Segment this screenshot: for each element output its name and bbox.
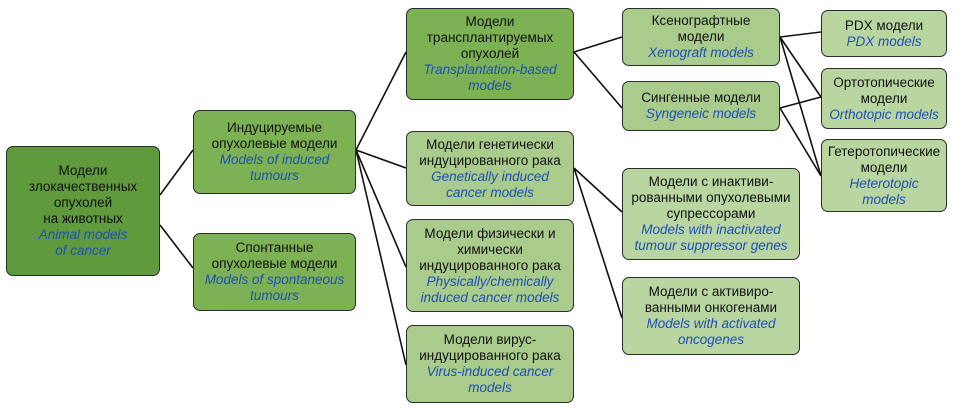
node-inactivated-suppressor-models: Модели с инактиви- рованными опухолевыми… <box>622 168 800 260</box>
node-spontaneous-tumour-models: Спонтанные опухолевые модели Models of s… <box>193 233 356 311</box>
node-ru-text: Индуцируемые опухолевые модели <box>211 120 338 151</box>
edge-genetic-oncogene <box>573 167 623 319</box>
node-ru-text: Модели физически и химически индуцирован… <box>419 225 561 273</box>
node-ru-text: Гетеротопические модели <box>827 143 941 175</box>
node-orthotopic-models: Ортотопические модели Orthotopic models <box>821 68 947 129</box>
node-xenograft-models: Ксенографтные модели Xenograft models <box>622 8 780 66</box>
node-heterotopic-models: Гетеротопические модели Heterotopic mode… <box>821 139 947 212</box>
node-ru-text: Ортотопические модели <box>833 74 935 106</box>
edge-induced-transplantation <box>355 51 407 151</box>
node-activated-oncogene-models: Модели с активиро- ванными онкогенами Mo… <box>622 277 800 355</box>
node-ru-text: Модели с активиро- ванными онкогенами <box>644 284 778 315</box>
node-en-text: Virus-induced cancer models <box>426 364 554 395</box>
edge-induced-genetic <box>355 149 407 169</box>
edge-root-spontaneous <box>159 224 194 269</box>
node-en-text: Models with inactivated tumour suppresso… <box>634 222 788 253</box>
node-ru-text: Спонтанные опухолевые модели <box>211 240 338 271</box>
node-pdx-models: PDX модели PDX models <box>821 10 947 57</box>
edge-transplantation-xenograft <box>573 36 623 53</box>
node-ru-text: Модели злокачественных опухолей на живот… <box>28 163 138 226</box>
node-ru-text: Ксенографтные модели <box>651 13 751 44</box>
node-genetic-models: Модели генетически индуцированного рака … <box>406 131 574 206</box>
edge-xenograft-orthotopic <box>779 36 822 98</box>
edge-xenograft-pdx <box>779 31 822 38</box>
node-physical-chemical-models: Модели физически и химически индуцирован… <box>406 219 574 312</box>
node-en-text: Heterotopic models <box>849 175 919 207</box>
node-induced-tumour-models: Индуцируемые опухолевые модели Models of… <box>193 110 356 194</box>
edge-syngeneic-orthotopic <box>779 96 822 109</box>
edge-induced-physchem <box>355 149 407 268</box>
node-en-text: Genetically induced cancer models <box>431 168 549 200</box>
edge-xenograft-heterotopic <box>779 36 822 177</box>
node-ru-text: Модели с инактиви- рованными опухолевыми… <box>631 174 791 221</box>
node-animal-cancer-models: Модели злокачественных опухолей на живот… <box>6 146 160 276</box>
edge-root-induced <box>159 149 194 196</box>
node-transplantation-models: Модели трансплантируемых опухолей Transp… <box>406 8 574 100</box>
node-en-text: Xenograft models <box>648 45 754 60</box>
edge-genetic-suppressor <box>573 167 623 213</box>
node-virus-induced-models: Модели вирус- индуцированного рака Virus… <box>406 325 574 403</box>
node-en-text: PDX models <box>846 33 922 49</box>
edge-induced-viral <box>355 149 407 366</box>
node-en-text: Models with activated oncogenes <box>646 316 776 347</box>
edge-syngeneic-heterotopic <box>779 107 822 177</box>
node-en-text: Orthotopic models <box>829 106 939 122</box>
node-en-text: Models of induced tumours <box>219 152 330 183</box>
node-en-text: Physically/chemically induced cancer mod… <box>420 273 560 305</box>
node-syngeneic-models: Сингенные модели Syngeneic models <box>622 81 780 131</box>
node-en-text: Animal models of cancer <box>38 227 128 258</box>
node-en-text: Models of spontaneous tumours <box>204 272 345 303</box>
node-en-text: Transplantation-based models <box>423 62 557 93</box>
node-ru-text: Сингенные модели <box>641 90 761 105</box>
node-ru-text: Модели трансплантируемых опухолей <box>426 14 554 61</box>
node-ru-text: Модели вирус- индуцированного рака <box>419 332 561 363</box>
node-ru-text: PDX модели <box>844 17 924 33</box>
node-en-text: Syngeneic models <box>645 106 757 121</box>
node-ru-text: Модели генетически индуцированного рака <box>419 136 561 168</box>
edge-transplantation-syngeneic <box>573 51 623 109</box>
